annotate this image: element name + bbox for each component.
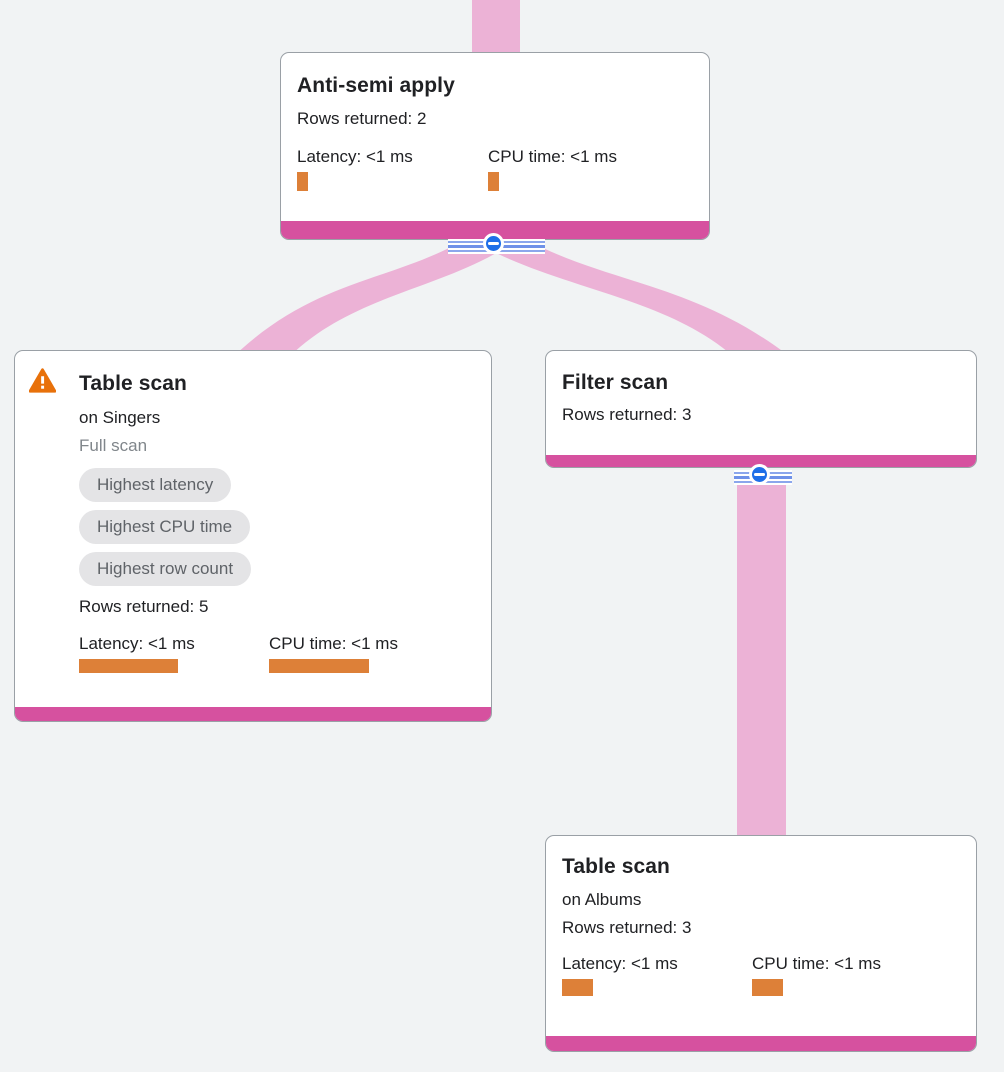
scan-type-label: Full scan [79,436,148,455]
node-title: Filter scan [562,371,669,394]
node-filter-scan[interactable]: Filter scan Rows returned: 3 [545,350,977,468]
node-anti-semi-apply[interactable]: Anti-semi apply Rows returned: 2 Latency… [280,52,710,240]
collapse-minus-icon[interactable] [483,233,504,254]
collapse-button-anti-semi-apply[interactable] [448,233,545,266]
edge-to-filter-scan [494,248,789,356]
badge-highest-row-count: Highest row count [79,552,252,586]
collapse-button-filter-scan[interactable] [734,464,792,497]
latency-bar [297,172,308,191]
node-title: Table scan [79,372,187,395]
node-table-scan-singers[interactable]: Table scan on Singers Full scan Highest … [14,350,492,722]
warning-icon [29,368,56,393]
node-title: Anti-semi apply [297,74,455,97]
rows-returned: Rows returned: 5 [79,597,209,616]
cpu-time-bar [752,979,783,996]
latency-label: Latency: <1 ms [297,147,413,166]
latency-label: Latency: <1 ms [562,954,678,973]
cpu-time-label: CPU time: <1 ms [752,954,881,973]
latency-bar [79,659,178,673]
rows-returned: Rows returned: 3 [562,405,692,424]
cpu-time-label: CPU time: <1 ms [488,147,617,166]
node-subtitle: on Singers [79,408,161,427]
cpu-time-bar [269,659,369,673]
badge-highest-latency: Highest latency [79,468,232,502]
node-subtitle: on Albums [562,890,642,909]
rows-returned: Rows returned: 3 [562,918,692,937]
edge-to-table-scan-albums [737,476,786,839]
latency-label: Latency: <1 ms [79,634,195,653]
cpu-time-bar [488,172,499,191]
collapse-minus-icon[interactable] [749,464,770,485]
node-accent-bar [546,1036,976,1051]
node-table-scan-albums[interactable]: Table scan on Albums Rows returned: 3 La… [545,835,977,1052]
node-accent-bar [15,707,491,721]
edge-to-table-scan-singers [234,248,498,356]
latency-bar [562,979,593,996]
node-accent-bar [281,221,709,239]
node-accent-bar [546,455,976,467]
node-title: Table scan [562,855,670,878]
badge-highest-cpu-time: Highest CPU time [79,510,251,544]
edge-root-incoming [472,0,520,56]
cpu-time-label: CPU time: <1 ms [269,634,398,653]
rows-returned: Rows returned: 2 [297,109,427,128]
